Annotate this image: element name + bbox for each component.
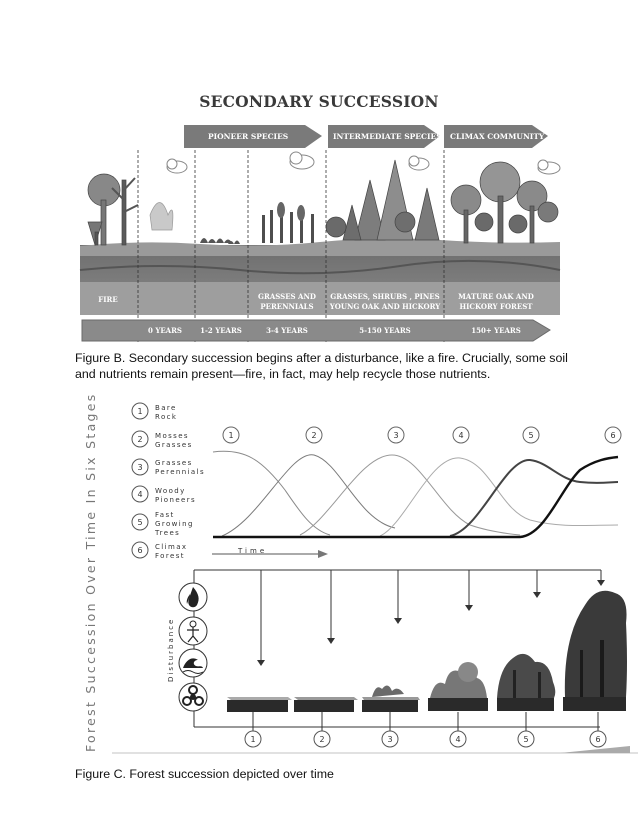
svg-text:5: 5: [137, 518, 142, 527]
figure-c-vertical-title: Forest Succession Over Time In Six Stage…: [83, 392, 98, 752]
curve-number-markers: 1 2 3 4 5 6: [222, 426, 622, 444]
phase-arrow-label: PIONEER SPECIES: [208, 132, 288, 141]
svg-text:1: 1: [250, 735, 255, 744]
svg-text:2: 2: [137, 435, 142, 444]
svg-text:4: 4: [137, 490, 142, 499]
year-label: 3-4 YEARS: [266, 326, 308, 335]
curve-4: [379, 457, 619, 537]
svg-text:2: 2: [311, 431, 316, 440]
small-plants: [200, 238, 240, 244]
svg-text:Grasses: Grasses: [155, 441, 193, 449]
svg-text:Fast: Fast: [155, 511, 175, 519]
flood-wave-icon: [178, 648, 208, 678]
curve-2: [221, 454, 396, 537]
svg-text:Perennials: Perennials: [155, 468, 205, 476]
svg-text:Grasses: Grasses: [155, 459, 193, 467]
ground-block: [497, 653, 556, 711]
stage-label: PERENNIALS: [260, 302, 313, 311]
svg-text:4: 4: [458, 431, 463, 440]
svg-text:Climax: Climax: [155, 543, 187, 551]
phase-arrow-intermediate: INTERMEDIATE SPECIES: [328, 125, 442, 148]
svg-text:3: 3: [387, 735, 392, 744]
block-number-markers: 1 2 3 4 5 6: [244, 730, 607, 748]
stage-label: YOUNG OAK AND HICKORY: [329, 302, 441, 311]
succession-blocks: [227, 590, 627, 712]
year-label: 5-150 YEARS: [359, 326, 410, 335]
stage-dividers: [137, 150, 445, 342]
stage-legend: 1 Bare Rock 2 Mosses Grasses 3 Grasses P…: [131, 402, 205, 560]
svg-text:Time: Time: [237, 547, 267, 555]
curve-6: [213, 455, 619, 539]
phase-arrow-pioneer: PIONEER SPECIES: [184, 125, 322, 148]
svg-text:6: 6: [595, 735, 600, 744]
svg-text:Rock: Rock: [155, 413, 177, 421]
svg-text:6: 6: [137, 546, 142, 555]
year-label: 0 YEARS: [148, 326, 182, 335]
svg-text:Woody: Woody: [155, 487, 186, 495]
svg-text:3: 3: [137, 463, 142, 472]
svg-text:Forest: Forest: [155, 552, 185, 560]
svg-text:Trees: Trees: [154, 529, 180, 537]
ground-block: [428, 662, 488, 711]
years-timeline-arrow: 0 YEARS 1-2 YEARS 3-4 YEARS 5-150 YEARS …: [81, 319, 551, 342]
svg-text:Bare: Bare: [155, 404, 177, 412]
year-label: 1-2 YEARS: [200, 326, 242, 335]
figure-b-title: SECONDARY SUCCESSION: [199, 92, 439, 111]
stage-label: HICKORY FOREST: [460, 302, 534, 311]
figure-b-caption: Figure B. Secondary succession begins af…: [75, 351, 568, 381]
legend-item: 4 Woody Pioneers: [131, 485, 196, 504]
curve-5: [449, 458, 619, 537]
svg-text:3: 3: [393, 431, 398, 440]
svg-text:Pioneers: Pioneers: [155, 496, 196, 504]
stage-label: MATURE OAK AND: [458, 292, 534, 301]
legend-item: 3 Grasses Perennials: [131, 458, 205, 476]
time-arrow: Time: [212, 547, 328, 558]
stage-label: FIRE: [98, 295, 117, 304]
phase-arrow-climax: CLIMAX COMMUNITY: [444, 125, 548, 148]
climax-trees: [450, 161, 559, 244]
svg-text:5: 5: [523, 735, 528, 744]
legend-item: 1 Bare Rock: [131, 402, 177, 421]
stage-label: GRASSES, SHRUBS , PINES: [330, 292, 439, 301]
year-label: 150+ YEARS: [471, 326, 521, 335]
intermediate-trees: [325, 159, 440, 241]
curve-1: [212, 450, 331, 536]
svg-text:Mosses: Mosses: [155, 432, 189, 440]
svg-text:1: 1: [137, 407, 142, 416]
biohazard-icon: [178, 682, 208, 712]
legend-item: 2 Mosses Grasses: [131, 430, 193, 449]
ground-block: [563, 590, 627, 711]
svg-text:4: 4: [455, 735, 460, 744]
phase-arrow-label: INTERMEDIATE SPECIES: [333, 132, 442, 141]
svg-text:Growing: Growing: [155, 520, 194, 528]
disturbance-drop-arrows: [193, 569, 605, 727]
succession-curves: [212, 450, 619, 539]
svg-text:6: 6: [610, 431, 615, 440]
legend-item: 5 Fast Growing Trees: [131, 511, 194, 537]
phase-arrow-label: CLIMAX COMMUNITY: [450, 132, 545, 141]
block-ticks: [252, 712, 599, 731]
ground-block: [227, 697, 292, 712]
svg-text:1: 1: [228, 431, 233, 440]
disturbance-label: Disturbance: [167, 618, 175, 682]
burnt-trees: [87, 173, 174, 247]
ground-block: [362, 685, 420, 712]
person-icon: [178, 616, 208, 646]
svg-text:2: 2: [319, 735, 324, 744]
stage-label: GRASSES AND: [258, 292, 316, 301]
grasses-perennials: [262, 202, 314, 243]
curve-3: [299, 454, 521, 536]
cloud-icon: [166, 151, 561, 175]
fire-icon: [178, 582, 208, 612]
svg-text:5: 5: [528, 431, 533, 440]
ground-block: [294, 697, 358, 712]
legend-item: 6 Climax Forest: [131, 541, 187, 560]
figure-c-caption: Figure C. Forest succession depicted ove…: [75, 767, 334, 781]
